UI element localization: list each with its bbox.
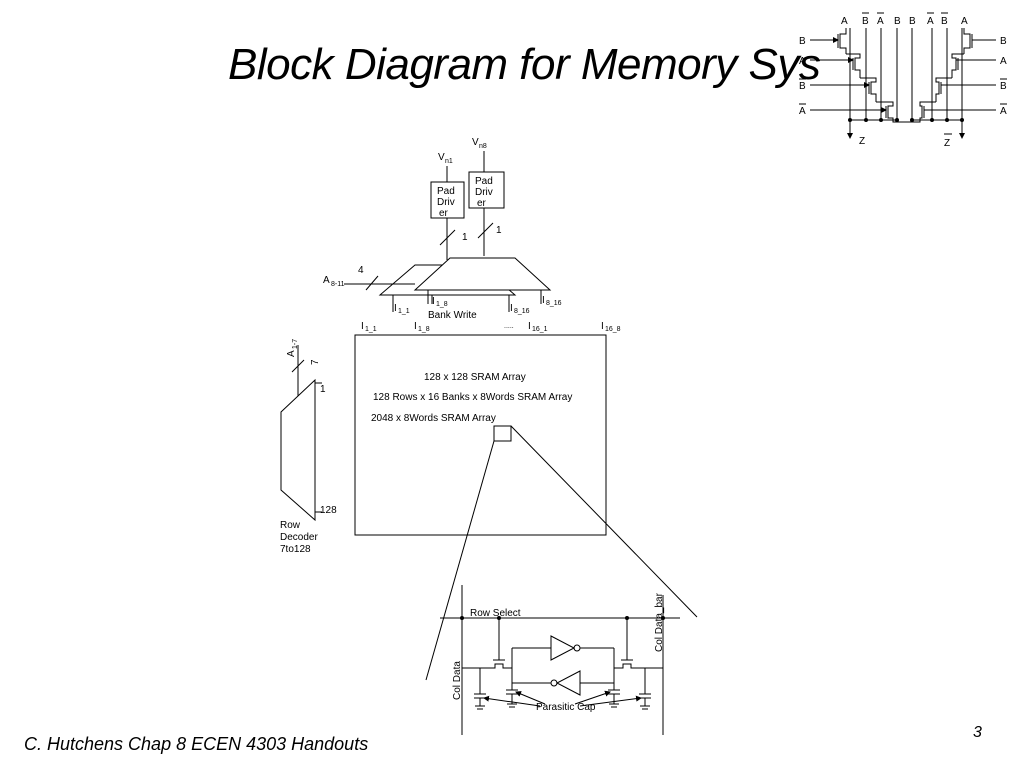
- mux-circuit: A B A B B A B A B A B A B A B A: [799, 12, 1007, 149]
- row-select-label: Row Select: [470, 608, 521, 619]
- slide-title: Block Diagram for Memory Sys: [228, 40, 821, 89]
- svg-text:8_16: 8_16: [546, 300, 562, 307]
- svg-text:8-11: 8-11: [331, 281, 345, 288]
- mux-left-in-a: A: [799, 56, 806, 67]
- svg-text:1-7: 1-7: [292, 339, 299, 349]
- svg-text:I: I: [528, 321, 531, 332]
- pad-bus-width-left: 1: [462, 232, 468, 243]
- svg-text:n8: n8: [479, 143, 487, 150]
- bank-addr: A: [323, 275, 330, 286]
- sram-cell-highlight: [493, 425, 512, 442]
- svg-text:I: I: [432, 296, 435, 307]
- bank-write-decoder: A 8-11 4 I 1_1 I 1_8 I 8_16 I 8_16 Bank …: [323, 257, 562, 321]
- row-decoder-last: 128: [320, 505, 337, 516]
- mux-right-in-b: B: [1000, 36, 1007, 47]
- row-decoder-label-2: Decoder: [280, 532, 318, 543]
- sram-array: 128 x 128 SRAM Array 128 Rows x 16 Banks…: [354, 334, 698, 681]
- sram-cell-schematic: Row Select Col Data Col Data_bar: [440, 585, 680, 735]
- parasitic-cap-label: Parasitic Cap: [536, 702, 596, 713]
- row-decoder: A 1-7 7 1 128 Row Decoder 7to128: [280, 339, 337, 555]
- row-decoder-width: 7: [310, 359, 321, 365]
- svg-text:er: er: [477, 198, 487, 209]
- mux-label-a: A: [841, 16, 848, 27]
- svg-text:Pad: Pad: [475, 176, 493, 187]
- mux-right-in-b-bar: B: [1000, 81, 1007, 92]
- svg-text:.....: .....: [504, 323, 514, 330]
- mux-label-b-bar2: B: [941, 16, 948, 27]
- svg-text:8_16: 8_16: [514, 308, 530, 315]
- svg-text:1_1: 1_1: [398, 308, 410, 315]
- mux-right-in-a: A: [1000, 56, 1007, 67]
- svg-text:I: I: [394, 303, 397, 314]
- mux-output-z: Z: [859, 136, 865, 147]
- mux-label-a-bar: A: [877, 16, 884, 27]
- sram-line-2: 128 Rows x 16 Banks x 8Words SRAM Array: [373, 392, 572, 403]
- svg-text:I: I: [542, 295, 545, 306]
- row-decoder-first: 1: [320, 384, 326, 395]
- sram-line-3: 2048 x 8Words SRAM Array: [371, 413, 496, 424]
- mux-left-in-b-bar: B: [799, 81, 806, 92]
- mux-label-b-bar: B: [862, 16, 869, 27]
- page-number: 3: [973, 724, 982, 741]
- mux-label-a2: A: [961, 16, 968, 27]
- row-decoder-label-1: Row: [280, 520, 301, 531]
- svg-text:I: I: [510, 303, 513, 314]
- svg-text:Pad: Pad: [437, 186, 455, 197]
- svg-text:I: I: [601, 321, 604, 332]
- svg-text:1_1: 1_1: [365, 326, 377, 333]
- row-decoder-label-3: 7to128: [280, 544, 311, 555]
- bank-addr-width: 4: [358, 265, 364, 276]
- svg-text:16_1: 16_1: [532, 326, 548, 333]
- svg-text:Driv: Driv: [475, 187, 493, 198]
- array-column-labels: I 1_1 I 1_8 ..... I 16_1 I 16_8: [361, 321, 621, 333]
- sram-line-1: 128 x 128 SRAM Array: [424, 372, 526, 383]
- pad-drivers: V n1 V n8 Pad Driv er Pad Driv er 1 1: [430, 137, 505, 260]
- svg-text:n1: n1: [445, 158, 453, 165]
- mux-label-b: B: [894, 16, 901, 27]
- mux-label-b2: B: [909, 16, 916, 27]
- supply-vn8: V: [472, 137, 479, 148]
- svg-text:16_8: 16_8: [605, 326, 621, 333]
- svg-text:I: I: [361, 321, 364, 332]
- footer-text: C. Hutchens Chap 8 ECEN 4303 Handouts: [24, 734, 369, 754]
- pad-driver-right: [468, 171, 505, 209]
- mux-left-in-b: B: [799, 36, 806, 47]
- svg-text:Driv: Driv: [437, 197, 455, 208]
- col-data-bar-label: Col Data_bar: [654, 592, 665, 652]
- svg-text:I: I: [414, 321, 417, 332]
- bank-write-label: Bank Write: [428, 310, 477, 321]
- mux-right-in-a-bar: A: [1000, 106, 1007, 117]
- svg-text:er: er: [439, 208, 449, 219]
- mux-output-z-bar: Z: [944, 138, 950, 149]
- col-data-label: Col Data: [452, 661, 463, 700]
- row-decoder-addr: A: [286, 350, 297, 357]
- svg-text:1_8: 1_8: [418, 326, 430, 333]
- svg-text:1_8: 1_8: [436, 301, 448, 308]
- pad-bus-width-right: 1: [496, 225, 502, 236]
- mux-left-in-a-bar: A: [799, 106, 806, 117]
- mux-label-a-bar2: A: [927, 16, 934, 27]
- supply-vn1: V: [438, 152, 445, 163]
